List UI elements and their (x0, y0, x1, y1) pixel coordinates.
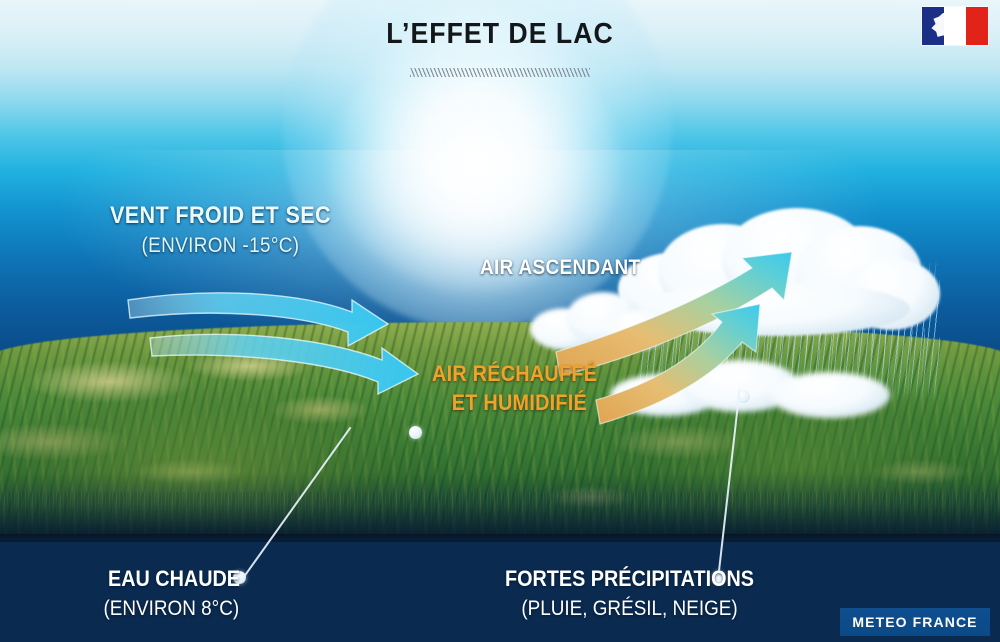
brand-badge: METEO FRANCE (840, 608, 990, 636)
title-divider-icon (410, 68, 590, 77)
marker-dot-precipitation (737, 390, 750, 403)
warm-air-arrow-upper (555, 251, 793, 377)
label-cold-wind-main: VENT FROID ET SEC (110, 202, 331, 229)
warm-air-arrow-lower (595, 303, 761, 425)
label-warm-humid-air: AIR RÉCHAUFFÉ ET HUMIDIFIÉ (432, 361, 597, 416)
page-title: L’EFFET DE LAC (386, 18, 614, 50)
label-cold-wind: VENT FROID ET SEC (ENVIRON -15°C) (110, 202, 331, 259)
cold-wind-arrow-lower (149, 333, 420, 396)
cold-wind-arrow-upper (127, 292, 390, 348)
label-precipitation-sub: (PLUIE, GRÉSIL, NEIGE) (521, 596, 738, 620)
label-warm-water-main: EAU CHAUDE (108, 566, 241, 591)
label-warm-water: EAU CHAUDE (ENVIRON 8°C) (103, 566, 241, 622)
french-flag-logo-icon (922, 7, 988, 45)
terrain-block (0, 322, 1000, 552)
label-ascending-air-main: AIR ASCENDANT (480, 256, 641, 279)
label-cold-wind-sub: (ENVIRON -15°C) (141, 234, 300, 258)
label-precipitation-main: FORTES PRÉCIPITATIONS (505, 566, 754, 591)
marker-dot-lake (409, 426, 422, 439)
label-warm-water-sub: (ENVIRON 8°C) (103, 596, 240, 620)
label-warm-humid-air-main: AIR RÉCHAUFFÉ (432, 361, 598, 386)
terrain-bottom-shadow (0, 472, 1000, 542)
marker-dot-precip-label (712, 571, 725, 584)
label-ascending-air: AIR ASCENDANT (480, 256, 640, 281)
label-precipitation: FORTES PRÉCIPITATIONS (PLUIE, GRÉSIL, NE… (505, 566, 754, 622)
marker-dot-eau-chaude (233, 571, 246, 584)
caption-band-edge (0, 534, 1000, 540)
sun-core-glow (330, 40, 620, 290)
label-warm-humid-air-sub: ET HUMIDIFIÉ (451, 389, 588, 415)
